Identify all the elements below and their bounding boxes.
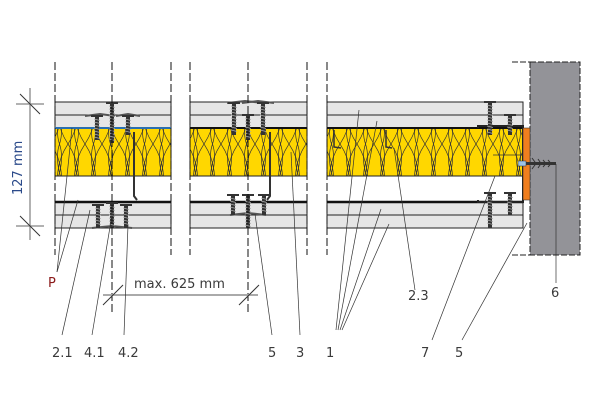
masonry-wall <box>529 61 581 256</box>
spacing-dimension-label: max. 625 mm <box>134 277 225 292</box>
screw <box>227 194 239 215</box>
label-4-2: 4.2 <box>118 346 139 361</box>
height-dimension <box>16 88 44 240</box>
hanger-clip <box>385 130 393 149</box>
screw <box>91 115 103 140</box>
screw <box>484 192 496 228</box>
label-2-3: 2.3 <box>408 289 429 304</box>
label-5-b: 5 <box>455 346 463 361</box>
c-stud <box>133 132 138 201</box>
label-6: 6 <box>551 286 559 301</box>
dowel-anchor <box>517 157 556 170</box>
screw <box>228 102 240 135</box>
screw <box>92 204 104 228</box>
hanger-clip <box>333 130 342 149</box>
label-p: P <box>48 276 56 291</box>
height-dimension-label: 127 mm <box>11 141 26 195</box>
screw <box>504 192 516 215</box>
plasterboard-inner <box>326 201 524 216</box>
screw <box>120 204 132 228</box>
label-2-1: 2.1 <box>52 346 73 361</box>
screw <box>257 102 269 135</box>
plasterboard-outer <box>326 214 524 229</box>
label-1: 1 <box>326 346 334 361</box>
screw <box>504 114 516 135</box>
grid-lines <box>54 62 328 315</box>
label-3: 3 <box>296 346 304 361</box>
label-4-1: 4.1 <box>84 346 105 361</box>
spacing-dimension <box>102 284 260 306</box>
screw <box>484 101 496 135</box>
label-7: 7 <box>421 346 429 361</box>
leader-lines <box>56 109 557 341</box>
screw <box>258 194 270 215</box>
fixing-clip <box>115 112 141 117</box>
plasterboard-outer <box>326 101 524 116</box>
label-5-a: 5 <box>268 346 276 361</box>
screw <box>122 115 134 135</box>
